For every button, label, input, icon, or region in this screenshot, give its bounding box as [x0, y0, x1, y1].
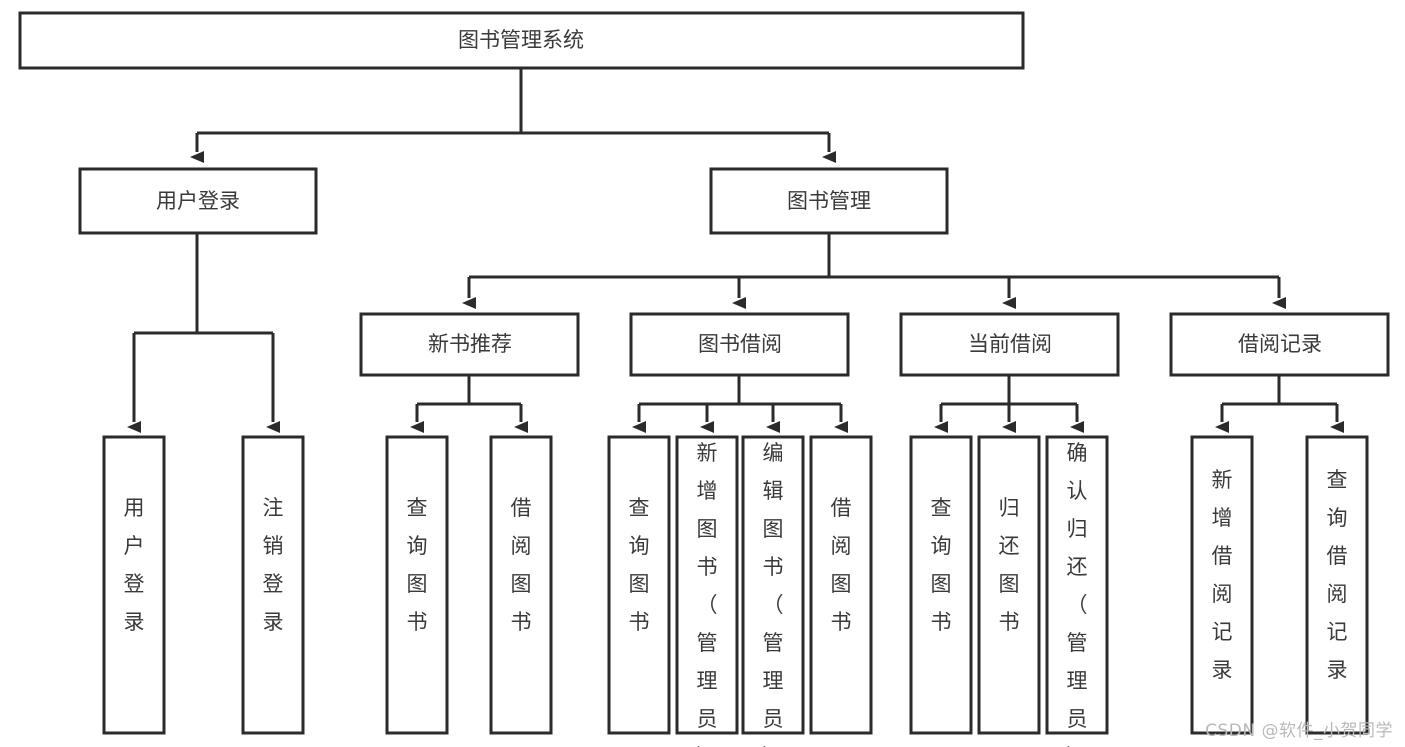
- node-book-borrow-label: 图书借阅: [698, 332, 782, 356]
- node-current-borrow-label: 当前借阅: [968, 332, 1052, 356]
- node-leaf-logout-login-label: 注销登录: [263, 496, 284, 634]
- node-leaf-edit-book-admin[interactable]: 编辑图书（管理员）: [741, 435, 805, 747]
- node-leaf-query-borrow-record-box[interactable]: [1305, 435, 1369, 735]
- node-new-book-recommend[interactable]: 新书推荐: [359, 312, 580, 377]
- node-borrow-record[interactable]: 借阅记录: [1169, 312, 1390, 377]
- node-leaf-query-book-3[interactable]: 查询图书: [909, 435, 973, 735]
- node-new-book-recommend-label: 新书推荐: [428, 332, 512, 356]
- node-leaf-query-book-1-label: 查询图书: [407, 496, 428, 634]
- node-leaf-borrow-book-1-label: 借阅图书: [511, 496, 532, 634]
- node-leaf-add-borrow-record[interactable]: 新增借阅记录: [1190, 435, 1254, 735]
- node-leaf-query-book-2-label: 查询图书: [629, 496, 650, 634]
- node-book-borrow[interactable]: 图书借阅: [629, 312, 850, 377]
- node-leaf-confirm-return-admin[interactable]: 确认归还（管理员）: [1045, 435, 1109, 747]
- node-book-manage[interactable]: 图书管理: [709, 167, 949, 235]
- node-leaf-add-book-admin-label: 新增图书（管理员）: [697, 441, 718, 747]
- node-leaf-query-book-2[interactable]: 查询图书: [607, 435, 671, 735]
- node-leaf-query-book-2-box[interactable]: [607, 435, 671, 735]
- node-leaf-query-book-1-box[interactable]: [385, 435, 449, 735]
- node-leaf-return-book-box[interactable]: [977, 435, 1041, 735]
- node-leaf-user-login[interactable]: 用户登录: [102, 435, 166, 735]
- node-leaf-add-borrow-record-label: 新增借阅记录: [1212, 468, 1233, 682]
- node-leaf-borrow-book-2[interactable]: 借阅图书: [809, 435, 873, 735]
- node-leaf-add-book-admin[interactable]: 新增图书（管理员）: [675, 435, 739, 747]
- node-leaf-user-login-label: 用户登录: [124, 496, 145, 634]
- node-borrow-record-box[interactable]: [1169, 312, 1390, 377]
- node-leaf-return-book[interactable]: 归还图书: [977, 435, 1041, 735]
- node-user-login-label: 用户登录: [156, 189, 240, 213]
- node-current-borrow[interactable]: 当前借阅: [899, 312, 1120, 377]
- node-leaf-borrow-book-1[interactable]: 借阅图书: [489, 435, 553, 735]
- node-leaf-add-book-admin-box[interactable]: [675, 435, 739, 735]
- node-leaf-query-book-3-box[interactable]: [909, 435, 973, 735]
- node-new-book-recommend-box[interactable]: [359, 312, 580, 377]
- node-leaf-query-borrow-record-label: 查询借阅记录: [1327, 468, 1348, 682]
- node-leaf-confirm-return-admin-label: 确认归还（管理员）: [1067, 441, 1088, 747]
- node-book-manage-box[interactable]: [709, 167, 949, 235]
- node-leaf-confirm-return-admin-box[interactable]: [1045, 435, 1109, 735]
- node-root[interactable]: 图书管理系统: [18, 11, 1025, 70]
- node-leaf-edit-book-admin-box[interactable]: [741, 435, 805, 735]
- node-book-borrow-box[interactable]: [629, 312, 850, 377]
- node-leaf-query-book-3-label: 查询图书: [931, 496, 952, 634]
- node-leaf-edit-book-admin-label: 编辑图书（管理员）: [763, 441, 784, 747]
- node-book-manage-label: 图书管理: [787, 189, 871, 213]
- node-root-box[interactable]: [18, 11, 1025, 70]
- node-leaf-borrow-book-1-box[interactable]: [489, 435, 553, 735]
- node-user-login[interactable]: 用户登录: [78, 167, 318, 235]
- csdn-watermark: CSDN @软件_小贺同学: [1205, 721, 1393, 741]
- node-root-label: 图书管理系统: [458, 28, 584, 52]
- node-leaf-query-borrow-record[interactable]: 查询借阅记录: [1305, 435, 1369, 735]
- node-leaf-add-borrow-record-box[interactable]: [1190, 435, 1254, 735]
- connector-layer: [127, 69, 1344, 433]
- node-leaf-logout-login-box[interactable]: [241, 435, 305, 735]
- node-leaf-return-book-label: 归还图书: [999, 496, 1020, 634]
- node-leaf-borrow-book-2-box[interactable]: [809, 435, 873, 735]
- node-leaf-query-book-1[interactable]: 查询图书: [385, 435, 449, 735]
- node-leaf-borrow-book-2-label: 借阅图书: [831, 496, 852, 634]
- node-borrow-record-label: 借阅记录: [1238, 332, 1322, 356]
- node-user-login-box[interactable]: [78, 167, 318, 235]
- node-leaf-user-login-box[interactable]: [102, 435, 166, 735]
- node-leaf-logout-login[interactable]: 注销登录: [241, 435, 305, 735]
- node-current-borrow-box[interactable]: [899, 312, 1120, 377]
